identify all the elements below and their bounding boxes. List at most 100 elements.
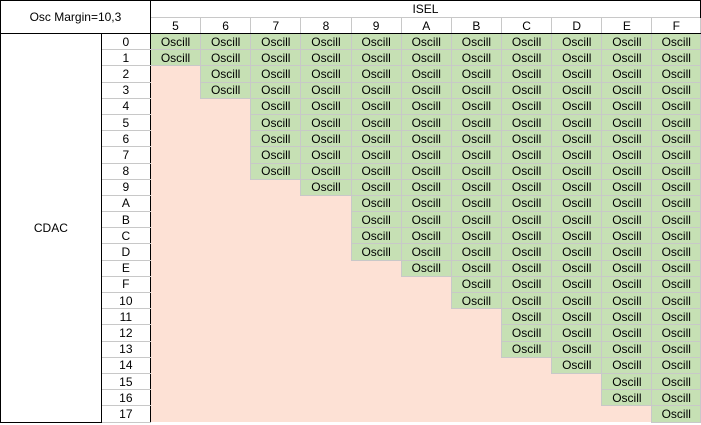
oscillation-cell[interactable]: Oscill bbox=[300, 65, 352, 83]
oscillation-cell[interactable]: Oscill bbox=[651, 178, 701, 196]
oscillation-cell[interactable]: Oscill bbox=[601, 211, 653, 229]
oscillation-cell[interactable]: Oscill bbox=[500, 340, 553, 358]
oscillation-cell[interactable]: Oscill bbox=[400, 49, 452, 67]
oscillation-cell[interactable]: Oscill bbox=[350, 243, 402, 261]
empty-cell[interactable] bbox=[250, 389, 301, 406]
oscillation-cell[interactable]: Oscill bbox=[450, 113, 503, 132]
empty-cell[interactable] bbox=[200, 114, 251, 131]
empty-cell[interactable] bbox=[300, 341, 352, 358]
oscillation-cell[interactable]: Oscill bbox=[350, 32, 402, 51]
empty-cell[interactable] bbox=[200, 130, 251, 147]
oscillation-cell[interactable]: Oscill bbox=[551, 291, 603, 310]
empty-cell[interactable] bbox=[250, 357, 301, 374]
empty-cell[interactable] bbox=[351, 308, 402, 325]
oscillation-cell[interactable]: Oscill bbox=[551, 162, 603, 180]
oscillation-cell[interactable]: Oscill bbox=[350, 81, 402, 99]
oscillation-cell[interactable]: Oscill bbox=[149, 32, 202, 51]
oscillation-cell[interactable]: Oscill bbox=[500, 243, 553, 261]
oscillation-cell[interactable]: Oscill bbox=[601, 389, 653, 407]
empty-cell[interactable] bbox=[451, 341, 502, 358]
oscillation-cell[interactable]: Oscill bbox=[250, 49, 302, 67]
empty-cell[interactable] bbox=[351, 357, 402, 374]
oscillation-cell[interactable]: Oscill bbox=[450, 275, 503, 294]
empty-cell[interactable] bbox=[200, 98, 251, 115]
empty-cell[interactable] bbox=[150, 82, 201, 99]
oscillation-cell[interactable]: Oscill bbox=[500, 178, 553, 196]
oscillation-cell[interactable]: Oscill bbox=[300, 97, 352, 115]
empty-cell[interactable] bbox=[250, 227, 301, 244]
empty-cell[interactable] bbox=[200, 211, 251, 228]
empty-cell[interactable] bbox=[351, 324, 402, 342]
oscillation-cell[interactable]: Oscill bbox=[450, 32, 503, 51]
empty-cell[interactable] bbox=[351, 276, 402, 293]
oscillation-cell[interactable]: Oscill bbox=[200, 81, 252, 99]
oscillation-cell[interactable]: Oscill bbox=[400, 146, 452, 164]
oscillation-cell[interactable]: Oscill bbox=[400, 32, 452, 51]
oscillation-cell[interactable]: Oscill bbox=[200, 65, 252, 83]
empty-cell[interactable] bbox=[551, 373, 602, 390]
empty-cell[interactable] bbox=[150, 292, 201, 309]
empty-cell[interactable] bbox=[451, 405, 502, 422]
oscillation-cell[interactable]: Oscill bbox=[601, 194, 653, 213]
empty-cell[interactable] bbox=[200, 195, 251, 212]
oscillation-cell[interactable]: Oscill bbox=[450, 65, 503, 83]
oscillation-cell[interactable]: Oscill bbox=[651, 372, 701, 391]
empty-cell[interactable] bbox=[351, 341, 402, 358]
oscillation-cell[interactable]: Oscill bbox=[250, 162, 302, 180]
oscillation-cell[interactable]: Oscill bbox=[651, 32, 701, 51]
empty-cell[interactable] bbox=[501, 357, 552, 374]
oscillation-cell[interactable]: Oscill bbox=[500, 81, 553, 99]
oscillation-cell[interactable]: Oscill bbox=[601, 324, 653, 342]
oscillation-cell[interactable]: Oscill bbox=[651, 243, 701, 261]
oscillation-cell[interactable]: Oscill bbox=[500, 146, 553, 164]
oscillation-cell[interactable]: Oscill bbox=[601, 65, 653, 83]
oscillation-cell[interactable]: Oscill bbox=[400, 243, 452, 261]
oscillation-cell[interactable]: Oscill bbox=[450, 130, 503, 148]
empty-cell[interactable] bbox=[150, 195, 201, 212]
oscillation-cell[interactable]: Oscill bbox=[450, 227, 503, 245]
empty-cell[interactable] bbox=[300, 276, 352, 293]
oscillation-cell[interactable]: Oscill bbox=[651, 162, 701, 180]
oscillation-cell[interactable]: Oscill bbox=[400, 130, 452, 148]
empty-cell[interactable] bbox=[200, 276, 251, 293]
empty-cell[interactable] bbox=[150, 341, 201, 358]
oscillation-cell[interactable]: Oscill bbox=[300, 146, 352, 164]
oscillation-cell[interactable]: Oscill bbox=[400, 65, 452, 83]
oscillation-cell[interactable]: Oscill bbox=[250, 32, 302, 51]
oscillation-cell[interactable]: Oscill bbox=[300, 130, 352, 148]
oscillation-cell[interactable]: Oscill bbox=[350, 97, 402, 115]
empty-cell[interactable] bbox=[501, 405, 552, 422]
empty-cell[interactable] bbox=[150, 357, 201, 374]
empty-cell[interactable] bbox=[401, 276, 452, 293]
oscillation-cell[interactable]: Oscill bbox=[601, 243, 653, 261]
oscillation-cell[interactable]: Oscill bbox=[601, 162, 653, 180]
oscillation-cell[interactable]: Oscill bbox=[651, 97, 701, 115]
oscillation-cell[interactable]: Oscill bbox=[551, 130, 603, 148]
empty-cell[interactable] bbox=[300, 211, 352, 228]
empty-cell[interactable] bbox=[351, 260, 402, 277]
oscillation-cell[interactable]: Oscill bbox=[551, 178, 603, 196]
empty-cell[interactable] bbox=[401, 405, 452, 422]
empty-cell[interactable] bbox=[401, 308, 452, 325]
empty-cell[interactable] bbox=[401, 357, 452, 374]
oscillation-cell[interactable]: Oscill bbox=[350, 211, 402, 229]
empty-cell[interactable] bbox=[451, 308, 502, 325]
oscillation-cell[interactable]: Oscill bbox=[601, 97, 653, 115]
empty-cell[interactable] bbox=[451, 373, 502, 390]
empty-cell[interactable] bbox=[150, 324, 201, 342]
empty-cell[interactable] bbox=[150, 260, 201, 277]
empty-cell[interactable] bbox=[250, 308, 301, 325]
oscillation-cell[interactable]: Oscill bbox=[450, 81, 503, 99]
empty-cell[interactable] bbox=[401, 292, 452, 309]
empty-cell[interactable] bbox=[200, 146, 251, 163]
oscillation-cell[interactable]: Oscill bbox=[651, 227, 701, 245]
oscillation-cell[interactable]: Oscill bbox=[450, 194, 503, 213]
oscillation-cell[interactable]: Oscill bbox=[500, 259, 553, 277]
oscillation-cell[interactable]: Oscill bbox=[450, 49, 503, 67]
oscillation-cell[interactable]: Oscill bbox=[450, 211, 503, 229]
empty-cell[interactable] bbox=[250, 324, 301, 342]
empty-cell[interactable] bbox=[200, 163, 251, 180]
empty-cell[interactable] bbox=[501, 373, 552, 390]
oscillation-cell[interactable]: Oscill bbox=[300, 113, 352, 132]
empty-cell[interactable] bbox=[250, 195, 301, 212]
